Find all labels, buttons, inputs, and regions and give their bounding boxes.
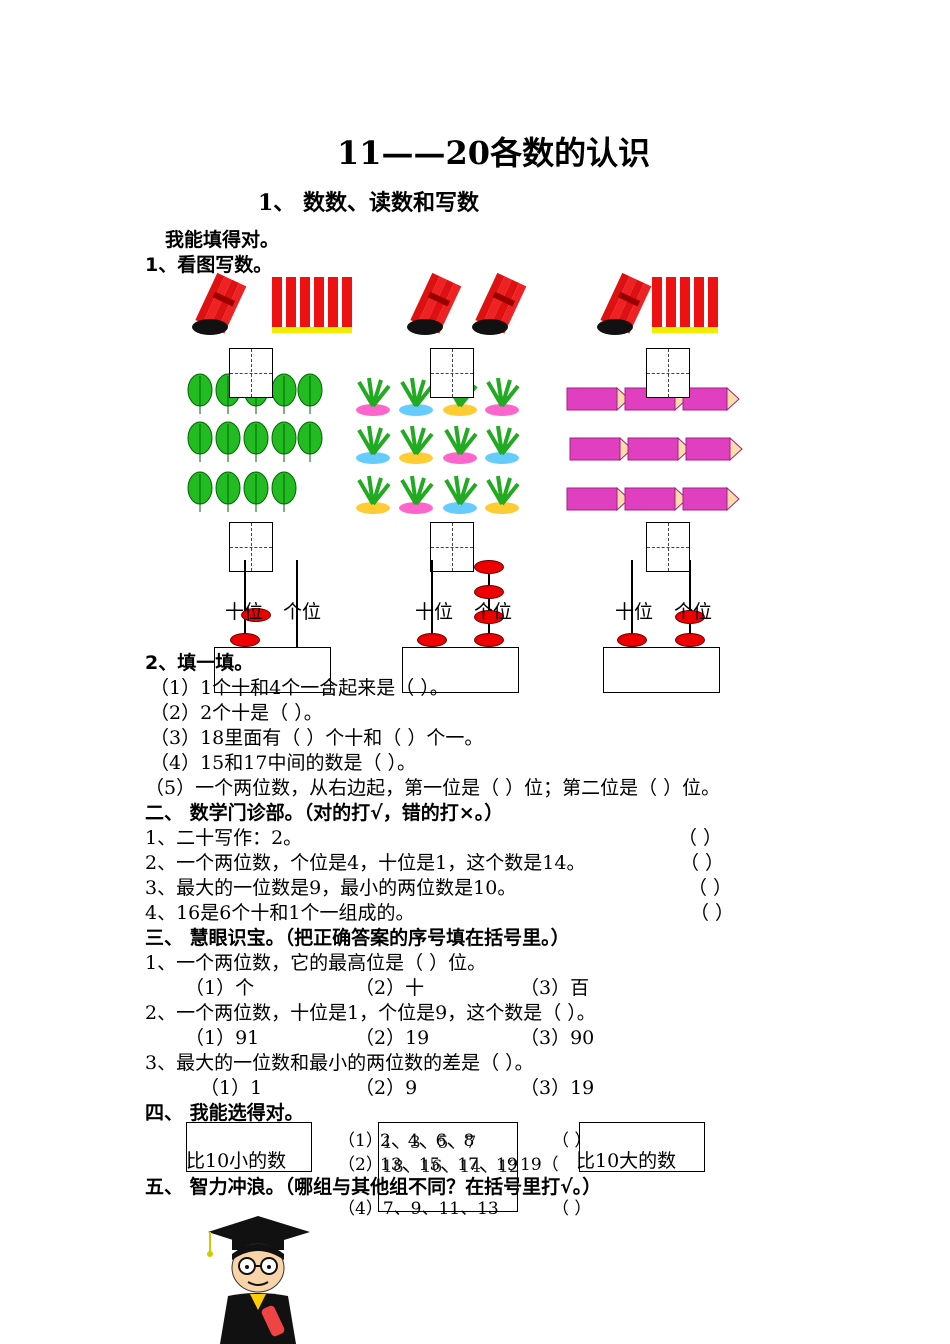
greater-than-10-label: 比10大的数	[576, 1150, 677, 1172]
s4-q2-opt3[interactable]: （3）90	[520, 1027, 595, 1049]
abacus-1-bead	[230, 633, 260, 647]
abacus-3-base	[603, 647, 720, 693]
answer-box-3[interactable]	[646, 348, 690, 398]
s6-item-4: （4）7、9、11、13	[338, 1199, 499, 1219]
s3-item-1-mark[interactable]: （ ）	[678, 827, 723, 849]
s4-q1-opt1[interactable]: （1）个	[185, 977, 255, 999]
s3-item-2-mark[interactable]: （ ）	[680, 852, 725, 874]
s5-overlap-b: 1、3、5、7	[382, 1133, 477, 1153]
s2-heading: 2、填一填。	[145, 652, 254, 674]
abacus-3-bead	[675, 610, 705, 624]
graduate-cartoon-illustration	[207, 1216, 310, 1344]
abacus-3-tens-label: 十位	[615, 601, 654, 623]
abacus-3-bead	[617, 633, 647, 647]
abacus-2-base	[402, 647, 519, 693]
s4-q3-opt1[interactable]: （1）1	[200, 1077, 263, 1099]
abacus-2-tens-label: 十位	[415, 601, 454, 623]
s2-item-3: （3）18里面有（ ）个十和（ ）个一。	[150, 727, 484, 749]
middle-numbers-box	[378, 1122, 518, 1212]
s4-q2-opt2[interactable]: （2）19	[355, 1027, 430, 1049]
s2-item-5: （5）一个两位数，从右边起，第一位是（ ）位；第二位是（ ）位。	[145, 777, 721, 799]
intro-text: 我能填得对。	[165, 229, 280, 251]
answer-box-4[interactable]	[229, 522, 273, 572]
s3-item-4-mark[interactable]: （ ）	[690, 902, 735, 924]
plant-group	[356, 377, 520, 514]
s4-q1-opt2[interactable]: （2）十	[355, 977, 425, 999]
s3-item-2: 2、一个两位数，个位是4，十位是1，这个数是14。	[145, 852, 586, 874]
s4-q3-opt3[interactable]: （3）19	[520, 1077, 595, 1099]
s3-item-4: 4、16是6个十和1个一组成的。	[145, 902, 415, 924]
s4-q1: 1、一个两位数，它的最高位是（ ）位。	[145, 952, 487, 974]
section-subtitle: 1、 数数、读数和写数	[258, 190, 479, 216]
bundle-1	[192, 272, 247, 335]
single-sticks-5	[652, 277, 718, 333]
single-sticks-6	[272, 277, 352, 333]
abacus-1-tens-rod	[244, 560, 246, 648]
abacus-3-ones-rod	[689, 560, 691, 648]
s3-heading: 二、 数学门诊部。（对的打√，错的打×。）	[145, 802, 504, 824]
abacus-1-tens-label: 十位	[225, 601, 264, 623]
s5-overlap-c: 13、15、17、19	[380, 1155, 518, 1175]
s6-item-4-paren[interactable]: （ ）	[552, 1199, 592, 1219]
answer-box-1[interactable]	[229, 348, 273, 398]
answer-box-5[interactable]	[430, 522, 474, 572]
s2-item-4: （4）15和17中间的数是（ ）。	[150, 752, 416, 774]
abacus-2-bead	[474, 585, 504, 599]
abacus-3-tens-rod	[631, 560, 633, 648]
s5-overlap-a: 2、4、6、8	[380, 1131, 475, 1151]
s3-item-1: 1、二十写作：2。	[145, 827, 303, 849]
abacus-1-bead	[241, 608, 271, 622]
s5-paren-right[interactable]: （ ）	[552, 1131, 592, 1151]
less-than-10-label: 比10小的数	[186, 1150, 287, 1172]
abacus-2-bead	[474, 610, 504, 624]
abacus-2-ones-label: 个位	[474, 601, 513, 623]
abacus-1-base	[214, 647, 331, 693]
counting-picture-illustrations	[187, 373, 743, 514]
answer-box-6[interactable]	[646, 522, 690, 572]
s4-q2-opt1[interactable]: （1）91	[185, 1027, 260, 1049]
bundle-4	[597, 272, 652, 335]
abacus-1-ones-rod	[296, 560, 298, 648]
abacus-2-tens-rod	[431, 560, 433, 648]
stick-bundle-illustrations	[192, 272, 718, 335]
abacus-2-ones-rod	[488, 560, 490, 648]
bundle-2	[407, 272, 462, 335]
s5-line1-prefix: （1）	[338, 1131, 383, 1151]
s2-item-1: （1）1个十和4个一合起来是（ ）。	[150, 677, 449, 699]
s5-heading: 四、 我能选得对。	[145, 1102, 304, 1124]
bundle-3	[472, 272, 527, 335]
s3-item-3: 3、最大的一位数是9，最小的两位数是10。	[145, 877, 517, 899]
s3-item-3-mark[interactable]: （ ）	[688, 877, 733, 899]
s4-q3: 3、最大的一位数和最小的两位数的差是（ ）。	[145, 1052, 534, 1074]
s5-overlap-d: 18、16、14、12	[382, 1157, 520, 1177]
s2-item-2: （2）2个十是（ ）。	[150, 702, 323, 724]
s5-line2-prefix: （2）	[338, 1155, 383, 1175]
abacus-2-bead	[474, 560, 504, 574]
s1-heading: 1、看图写数。	[145, 254, 273, 276]
pencil-group	[566, 386, 743, 512]
abacus-3-bead	[675, 633, 705, 647]
s4-heading: 三、 慧眼识宝。（把正确答案的序号填在括号里。）	[145, 927, 570, 949]
abacus-2-bead	[474, 633, 504, 647]
abacus-2-bead	[417, 633, 447, 647]
s4-q2: 2、一个两位数，十位是1，个位是9，这个数是（ ）。	[145, 1002, 596, 1024]
abacus-3-ones-label: 个位	[674, 601, 713, 623]
less-than-10-box[interactable]	[186, 1122, 312, 1172]
greater-than-10-box[interactable]	[579, 1122, 705, 1172]
answer-box-2[interactable]	[430, 348, 474, 398]
s6-heading: 五、 智力冲浪。（哪组与其他组不同？在括号里打√。）	[145, 1176, 602, 1198]
s5-row-tail: 19（	[520, 1155, 559, 1175]
abacus-1-ones-label: 个位	[283, 601, 322, 623]
page-title: 11——20各数的认识	[337, 134, 651, 172]
s4-q3-opt2[interactable]: （2）9	[355, 1077, 418, 1099]
s4-q1-opt3[interactable]: （3）百	[520, 977, 590, 999]
